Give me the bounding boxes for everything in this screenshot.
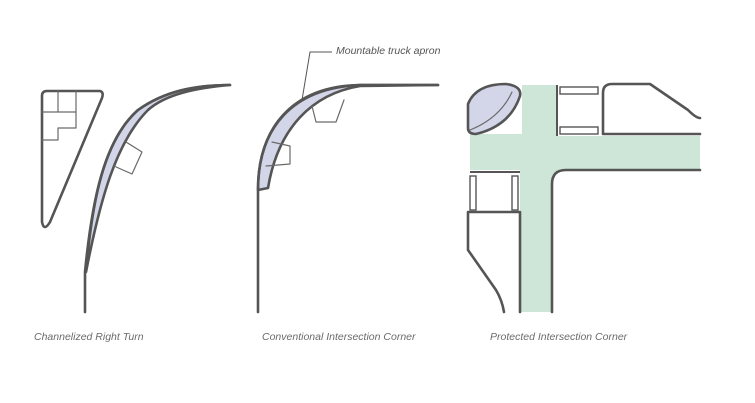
caption-conventional-corner: Conventional Intersection Corner <box>262 331 416 343</box>
conventional-corner-figure <box>256 51 440 314</box>
corner-refuge-island-inner <box>469 91 513 131</box>
bike-lane-band <box>470 85 700 312</box>
channelizing-island <box>40 89 104 229</box>
conventional-truck-apron <box>256 83 440 192</box>
top-crosswalk-bar-upper <box>559 86 599 95</box>
inner-corner-curb <box>550 168 702 314</box>
caption-channelized-right-turn: Channelized Right Turn <box>34 331 144 343</box>
channelized-right-turn-figure <box>40 83 232 314</box>
channelized-curb-line <box>83 83 232 314</box>
callout-leader-line <box>301 51 332 101</box>
island-crosswalk-notch <box>41 90 77 141</box>
corner-refuge-island <box>466 82 522 136</box>
truck-apron-callout: Mountable truck apron <box>336 45 441 57</box>
caption-protected-corner: Protected Intersection Corner <box>490 331 628 343</box>
left-crosswalk-bar-left <box>469 175 477 211</box>
top-crosswalk-bar-lower <box>559 126 599 135</box>
conventional-notch-left <box>265 141 291 167</box>
conventional-notch-top <box>311 99 345 123</box>
left-crosswalk-bar-right <box>511 175 519 211</box>
bottom-left-island <box>466 210 522 314</box>
conventional-curb-line <box>256 83 440 314</box>
protected-corner-figure <box>466 82 702 314</box>
top-right-island <box>601 82 702 136</box>
channelized-truck-apron <box>84 83 232 274</box>
apron-pedestrian-notch <box>113 141 143 175</box>
